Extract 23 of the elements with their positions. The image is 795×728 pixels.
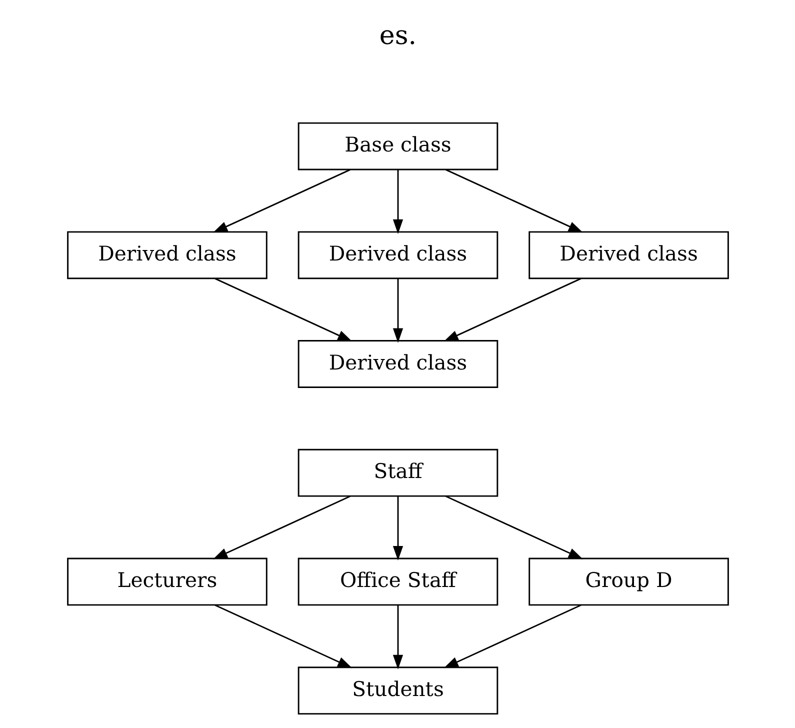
arrow bbox=[392, 496, 403, 561]
arrow bbox=[445, 169, 583, 233]
label: es. bbox=[378, 20, 416, 51]
arrow bbox=[212, 169, 350, 233]
arrow bbox=[445, 496, 583, 560]
arrow bbox=[443, 604, 581, 668]
node-box: Group D bbox=[528, 558, 728, 606]
arrow bbox=[392, 278, 403, 343]
node-box: Derived class bbox=[297, 231, 498, 280]
node-box: Staff bbox=[297, 448, 498, 497]
node-box: Derived class bbox=[528, 231, 728, 280]
node-box: Derived class bbox=[297, 340, 498, 388]
arrow bbox=[214, 604, 352, 668]
node-box: Base class bbox=[297, 122, 498, 170]
arrow bbox=[392, 170, 403, 234]
node-box: Lecturers bbox=[66, 558, 267, 606]
arrow bbox=[392, 605, 403, 670]
arrow bbox=[214, 278, 352, 342]
node-box: Office Staff bbox=[297, 558, 498, 606]
arrow bbox=[443, 278, 581, 342]
node-box: Students bbox=[297, 666, 498, 715]
node-box: Derived class bbox=[66, 231, 267, 280]
arrow bbox=[212, 496, 350, 560]
